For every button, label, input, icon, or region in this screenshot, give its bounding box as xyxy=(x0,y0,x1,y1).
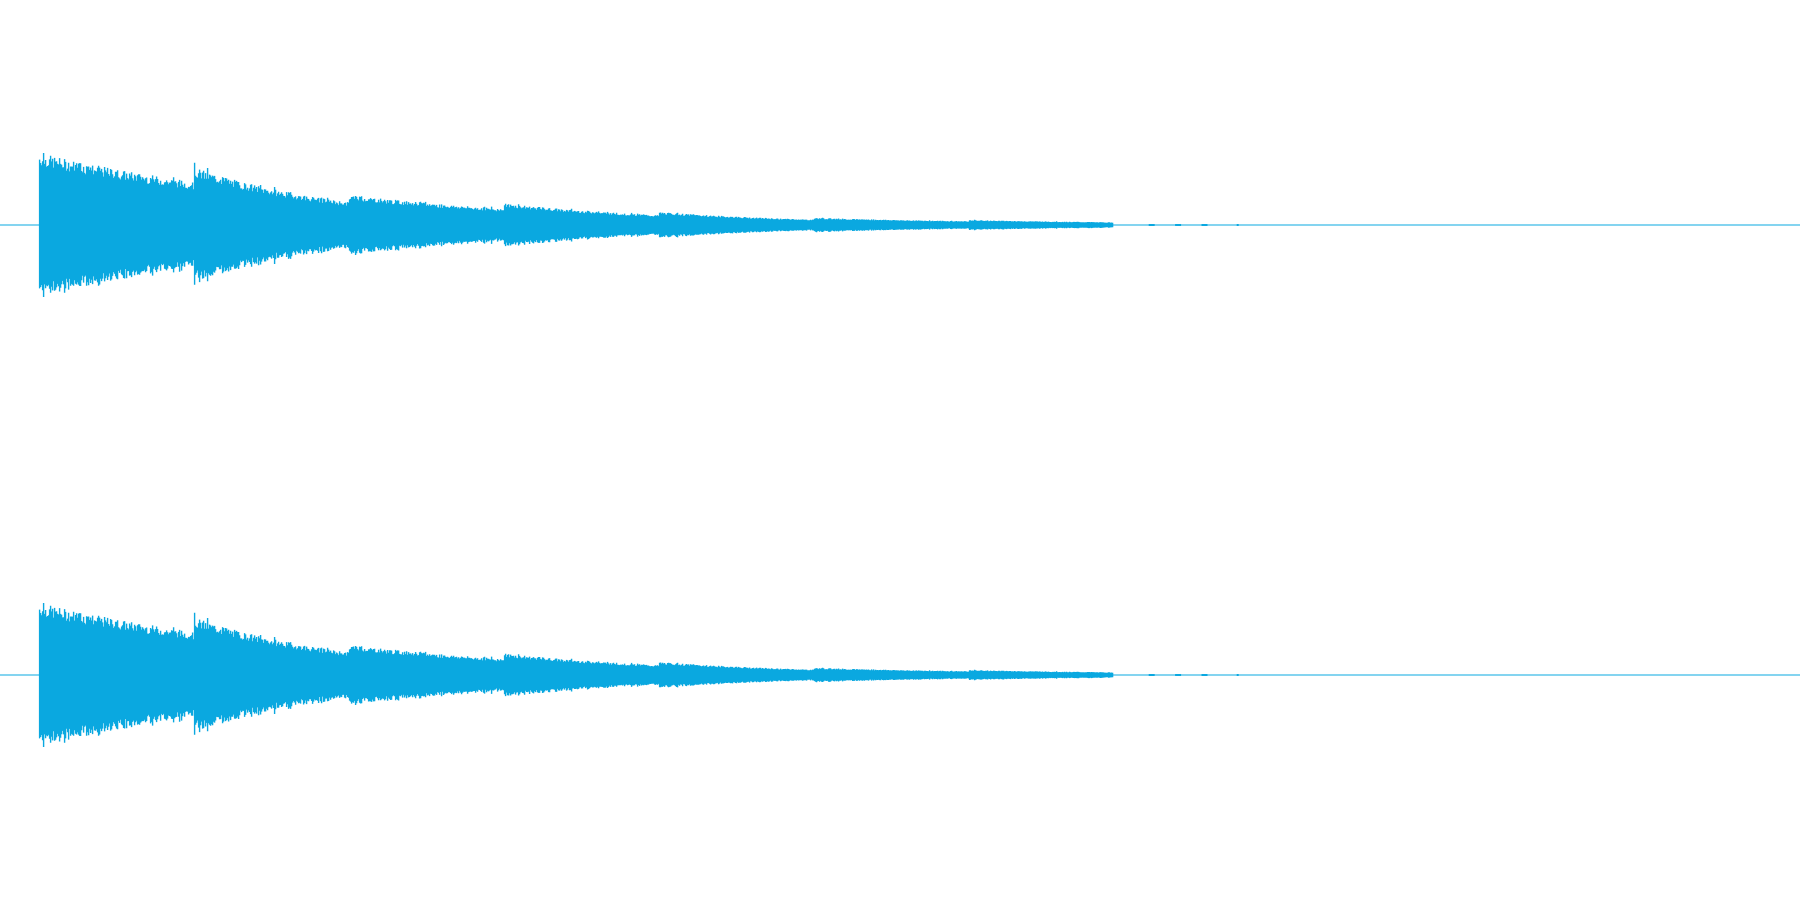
channel-2-waveform-graphic xyxy=(0,603,1800,747)
channel-2-trailing-blip xyxy=(1148,674,1155,676)
channel-2-trailing-blip xyxy=(1175,674,1182,676)
channel-1-trailing-blip xyxy=(1175,224,1182,226)
channel-1-waveform xyxy=(0,153,1800,297)
channel-2-trailing-blip xyxy=(1201,674,1208,676)
channel-2-envelope xyxy=(38,603,1114,747)
channel-1-waveform-graphic xyxy=(0,153,1800,297)
channel-1-trailing-blip xyxy=(1148,224,1155,226)
channel-1-trailing-blip xyxy=(1201,224,1208,226)
channel-1-envelope xyxy=(38,153,1114,297)
channel-1-trailing-blip xyxy=(1236,224,1239,226)
channel-2-trailing-blip xyxy=(1236,674,1239,676)
channel-2-waveform xyxy=(0,450,1800,900)
